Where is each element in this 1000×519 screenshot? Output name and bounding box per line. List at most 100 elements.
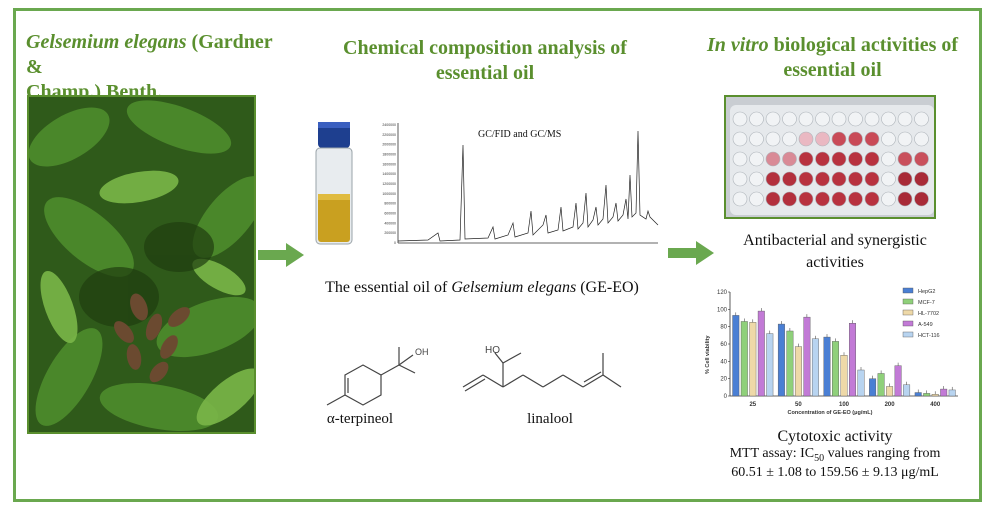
well [782,131,797,147]
linalool-structure: HO [462,345,622,392]
x-tick-label: 25 [749,402,756,408]
x-tick-label: 400 [930,402,941,408]
alpha-terpineol-structure: OH [326,347,429,406]
chromatogram-label: GC/FID and GC/MS [478,129,561,140]
x-tick-label: 100 [839,402,850,408]
bar [849,323,856,397]
bar [894,365,902,397]
chromatogram-ytick: 800000 [384,202,396,206]
well [897,151,913,167]
bar [840,355,848,397]
well [815,131,830,147]
legend-label: HL-7702 [918,311,939,317]
chromatogram: 2400000220000020000001800000160000014000… [382,123,659,245]
chromatogram-ytick: 1600000 [382,162,396,166]
well [749,151,764,167]
well [765,111,781,127]
well [749,191,764,207]
well [897,131,913,147]
well [881,171,896,187]
arrow-right-icon [258,243,304,267]
bar [794,346,802,397]
well [864,151,880,167]
cytotoxic-title: Cytotoxic activity [777,428,893,445]
well [914,111,929,127]
bar [923,393,931,397]
oil-caption: The essential oil of Gelsemium elegans (… [325,279,639,296]
well [782,111,797,127]
well [749,111,764,127]
well [848,191,863,207]
well [914,131,929,147]
well [765,171,781,187]
well [815,191,830,207]
legend-label: HCT-116 [918,333,940,339]
legend-swatch [902,320,914,327]
plant-photo [27,95,256,434]
chromatogram-ytick: 1000000 [382,192,396,196]
plant-photo-icon [29,97,254,432]
well [897,191,913,207]
y-tick-label: 0 [724,394,728,400]
well [815,111,830,127]
bar [857,369,865,397]
well [848,111,863,127]
bar [803,316,811,397]
well [798,191,814,207]
well-plate-photo [724,95,936,219]
well [732,131,748,147]
bar [832,341,839,397]
bar [903,384,911,397]
well [914,191,929,207]
well [765,191,781,207]
well [881,131,896,147]
well [732,151,748,167]
bar [732,315,740,397]
chromatogram-ytick: 2000000 [382,143,396,147]
legend-swatch [902,331,914,338]
alpha-terpineol-label: α-terpineol [326,411,394,427]
chromatogram-ytick: 200000 [384,231,396,235]
well [914,171,929,187]
figure-frame [13,8,982,502]
x-axis-label: Concentration of GE-EO (μg/mL) [788,410,873,416]
bar [766,333,774,397]
bar [940,388,948,397]
chromatogram-ytick: 1800000 [382,153,396,157]
legend-label: A-549 [918,322,933,328]
well [831,151,847,167]
well [798,111,814,127]
legend-label: MCF-7 [918,300,935,306]
bar [749,322,757,397]
chromatogram-ytick: 2200000 [382,133,396,137]
well [732,191,748,207]
legend-swatch [902,298,914,305]
svg-text:HO: HO [485,345,500,356]
well [881,151,896,167]
arrow-right-icon [668,241,714,265]
well [732,111,748,127]
well [881,191,896,207]
well [831,111,847,127]
oil-vial-icon [315,122,353,245]
well [848,151,863,167]
chromatogram-ytick: 0 [394,241,396,245]
bar [931,394,939,397]
well [815,151,830,167]
well [749,131,764,147]
well [732,171,748,187]
mtt-assay-text: MTT assay: IC50 values ranging from [729,446,941,464]
well [798,171,814,187]
y-axis-label: % Cell viability [705,335,711,374]
well [831,191,847,207]
well [897,111,913,127]
well [914,151,929,167]
well [881,111,896,127]
bar [877,373,885,397]
legend-swatch [902,309,914,316]
x-tick-label: 50 [795,402,802,408]
well [831,171,847,187]
legend-label: HepG2 [918,289,935,295]
x-tick-label: 200 [885,402,896,408]
